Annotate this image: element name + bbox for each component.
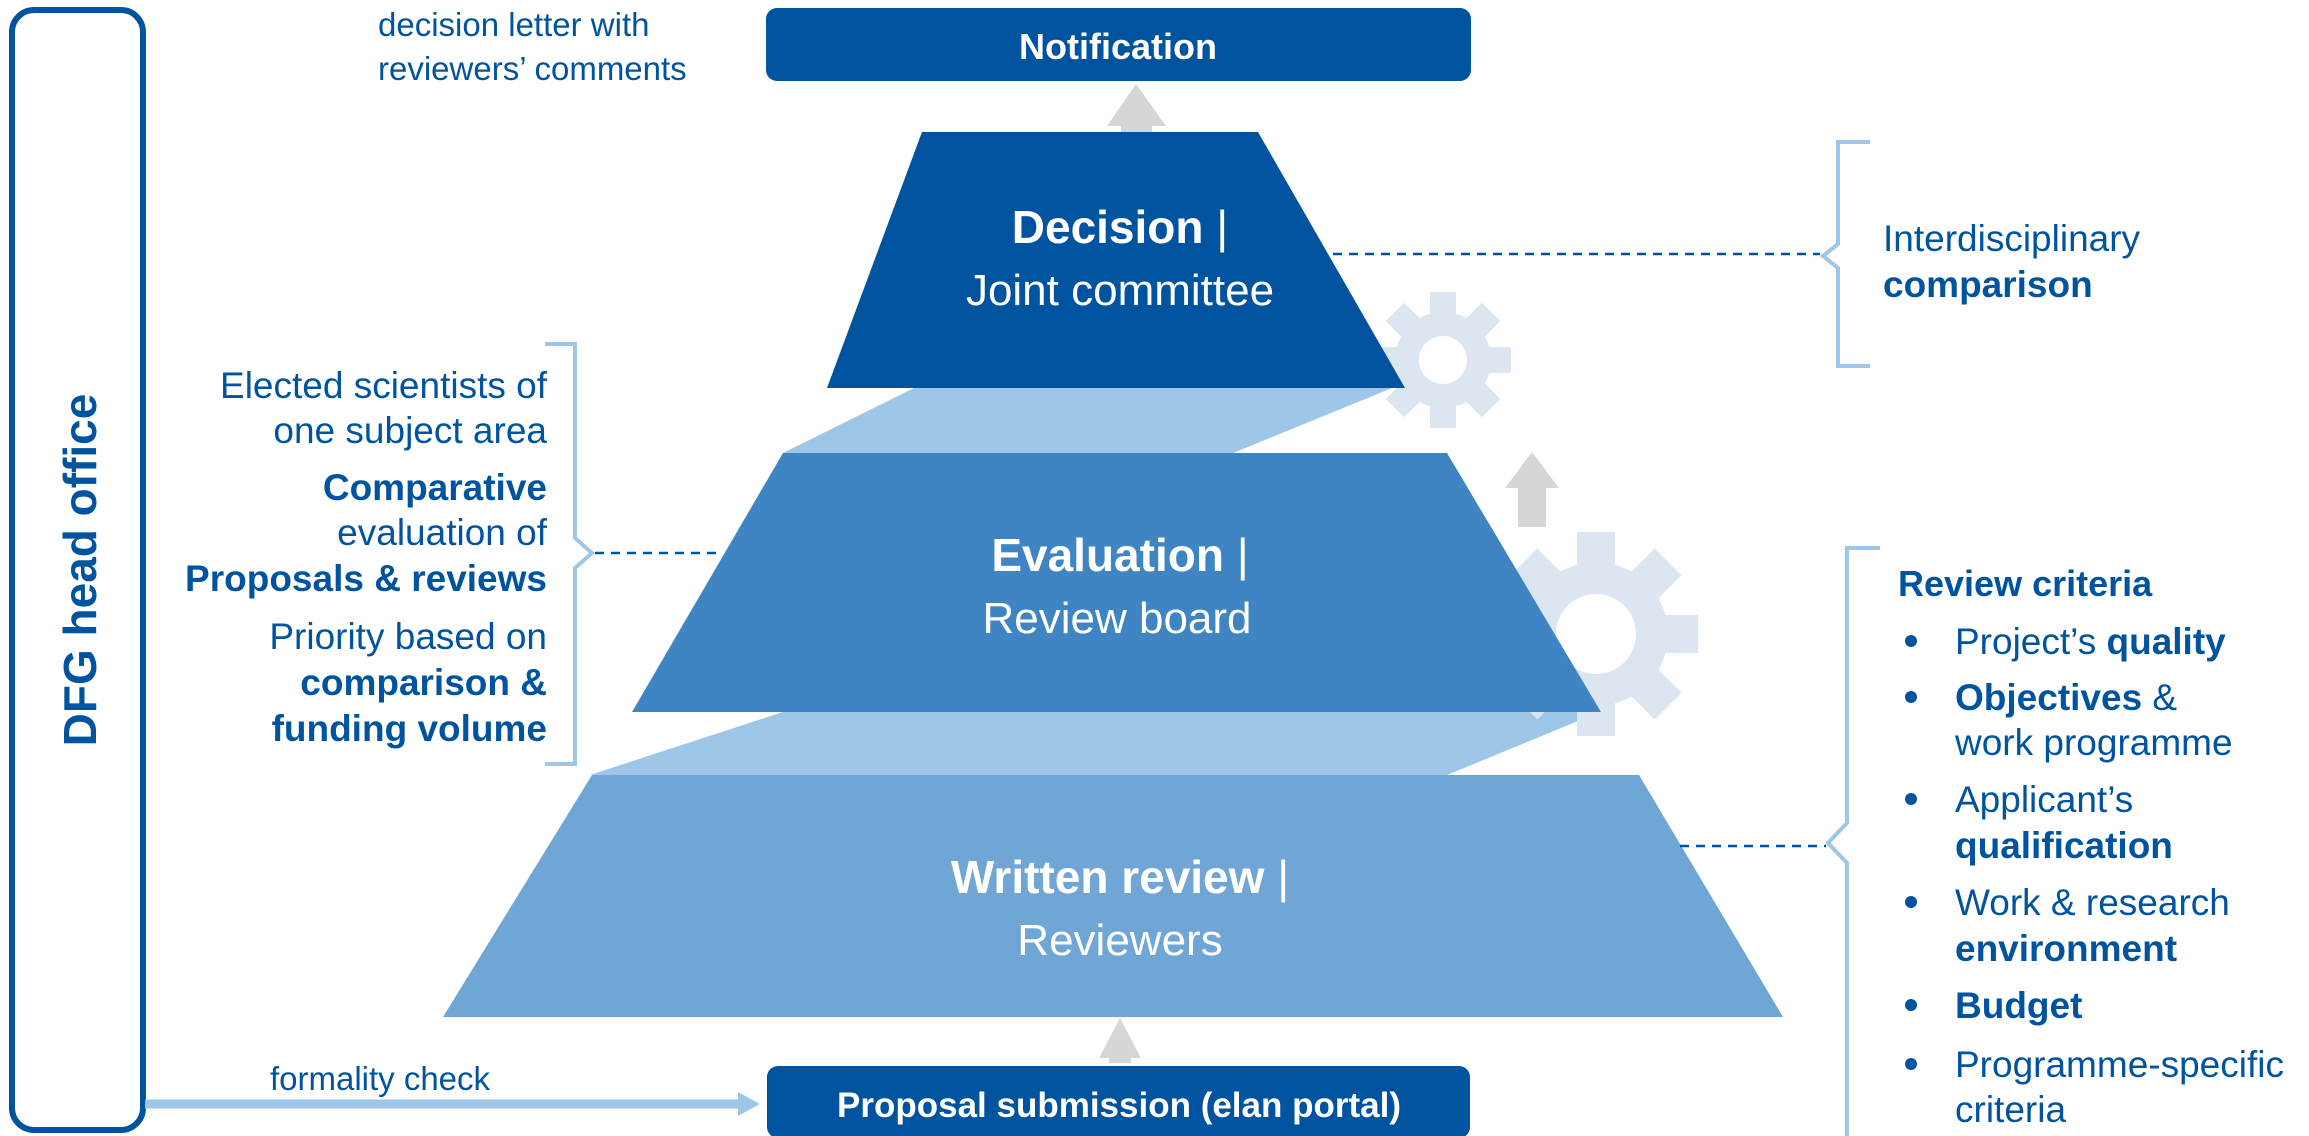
notification-box [766,8,1471,81]
criteria-item-programme: Programme-specific [1955,1044,2284,1085]
tier-evaluation [632,453,1601,712]
bullet-icon [1905,691,1917,703]
board-note-line8: funding volume [272,708,547,749]
board-note-line3: Comparative [323,467,547,508]
bullet-icon [1905,896,1917,908]
board-note-line5: Proposals & reviews [185,558,547,599]
arrow-up-icon-between-tiers [1505,452,1559,527]
notification-label: Notification [1019,26,1217,67]
board-note-line2: one subject area [273,410,547,451]
submission-label: Proposal submission (elan portal) [837,1086,1401,1125]
interdisciplinary-line2: comparison [1883,264,2093,305]
formality-check-label: formality check [270,1060,491,1097]
bullet-icon [1905,999,1917,1011]
arrow-up-icon-from-submission [1099,1018,1141,1063]
decision-title: Decision | [1012,201,1228,253]
board-note-line4: evaluation of [337,512,548,553]
bullet-icon [1905,1058,1917,1070]
decision-subtitle: Joint committee [966,266,1274,315]
head-office-label: DFG head office [54,394,106,747]
arrow-up-icon-to-notification [1107,84,1166,132]
interdisciplinary-line1: Interdisciplinary [1883,218,2141,259]
notification-note-line1: decision letter with [378,6,649,43]
criteria-item-budget: Budget [1955,985,2082,1026]
criteria-bracket [1825,546,1880,1136]
criteria-item-objectives-line2: work programme [1954,722,2233,763]
review-board-bracket [545,342,596,766]
head-office-frame [9,7,146,1133]
interdisciplinary-bracket [1819,140,1870,368]
bullet-icon [1905,793,1917,805]
board-note-line1: Elected scientists of [220,365,548,406]
criteria-title: Review criteria [1898,563,2153,604]
formality-check-arrowhead [738,1092,760,1116]
criteria-item-applicant: Applicant’s [1955,779,2133,820]
tier-written-review [443,775,1783,1017]
written-review-title: Written review | [951,851,1289,903]
connector-band-upper [783,384,1402,453]
submission-box [767,1066,1470,1136]
notification-note-line2: reviewers’ comments [378,50,687,87]
gear-icon-small [1375,292,1511,428]
criteria-item-applicant-line2: qualification [1955,825,2173,866]
criteria-item-programme-line2: criteria [1955,1089,2066,1130]
criteria-item-quality: Project’s quality [1955,621,2226,662]
connector-band-lower [590,712,1600,775]
evaluation-title: Evaluation | [991,529,1248,581]
board-note-line6: Priority based on [269,616,547,657]
bullet-icon [1905,635,1917,647]
board-note-line7: comparison & [300,662,547,703]
written-review-subtitle: Reviewers [1017,916,1222,965]
tier-decision [827,132,1405,388]
evaluation-subtitle: Review board [982,594,1251,643]
criteria-item-environment-line2: environment [1955,928,2177,969]
criteria-item-environment: Work & research [1955,882,2230,923]
criteria-item-objectives: Objectives & [1955,677,2177,718]
